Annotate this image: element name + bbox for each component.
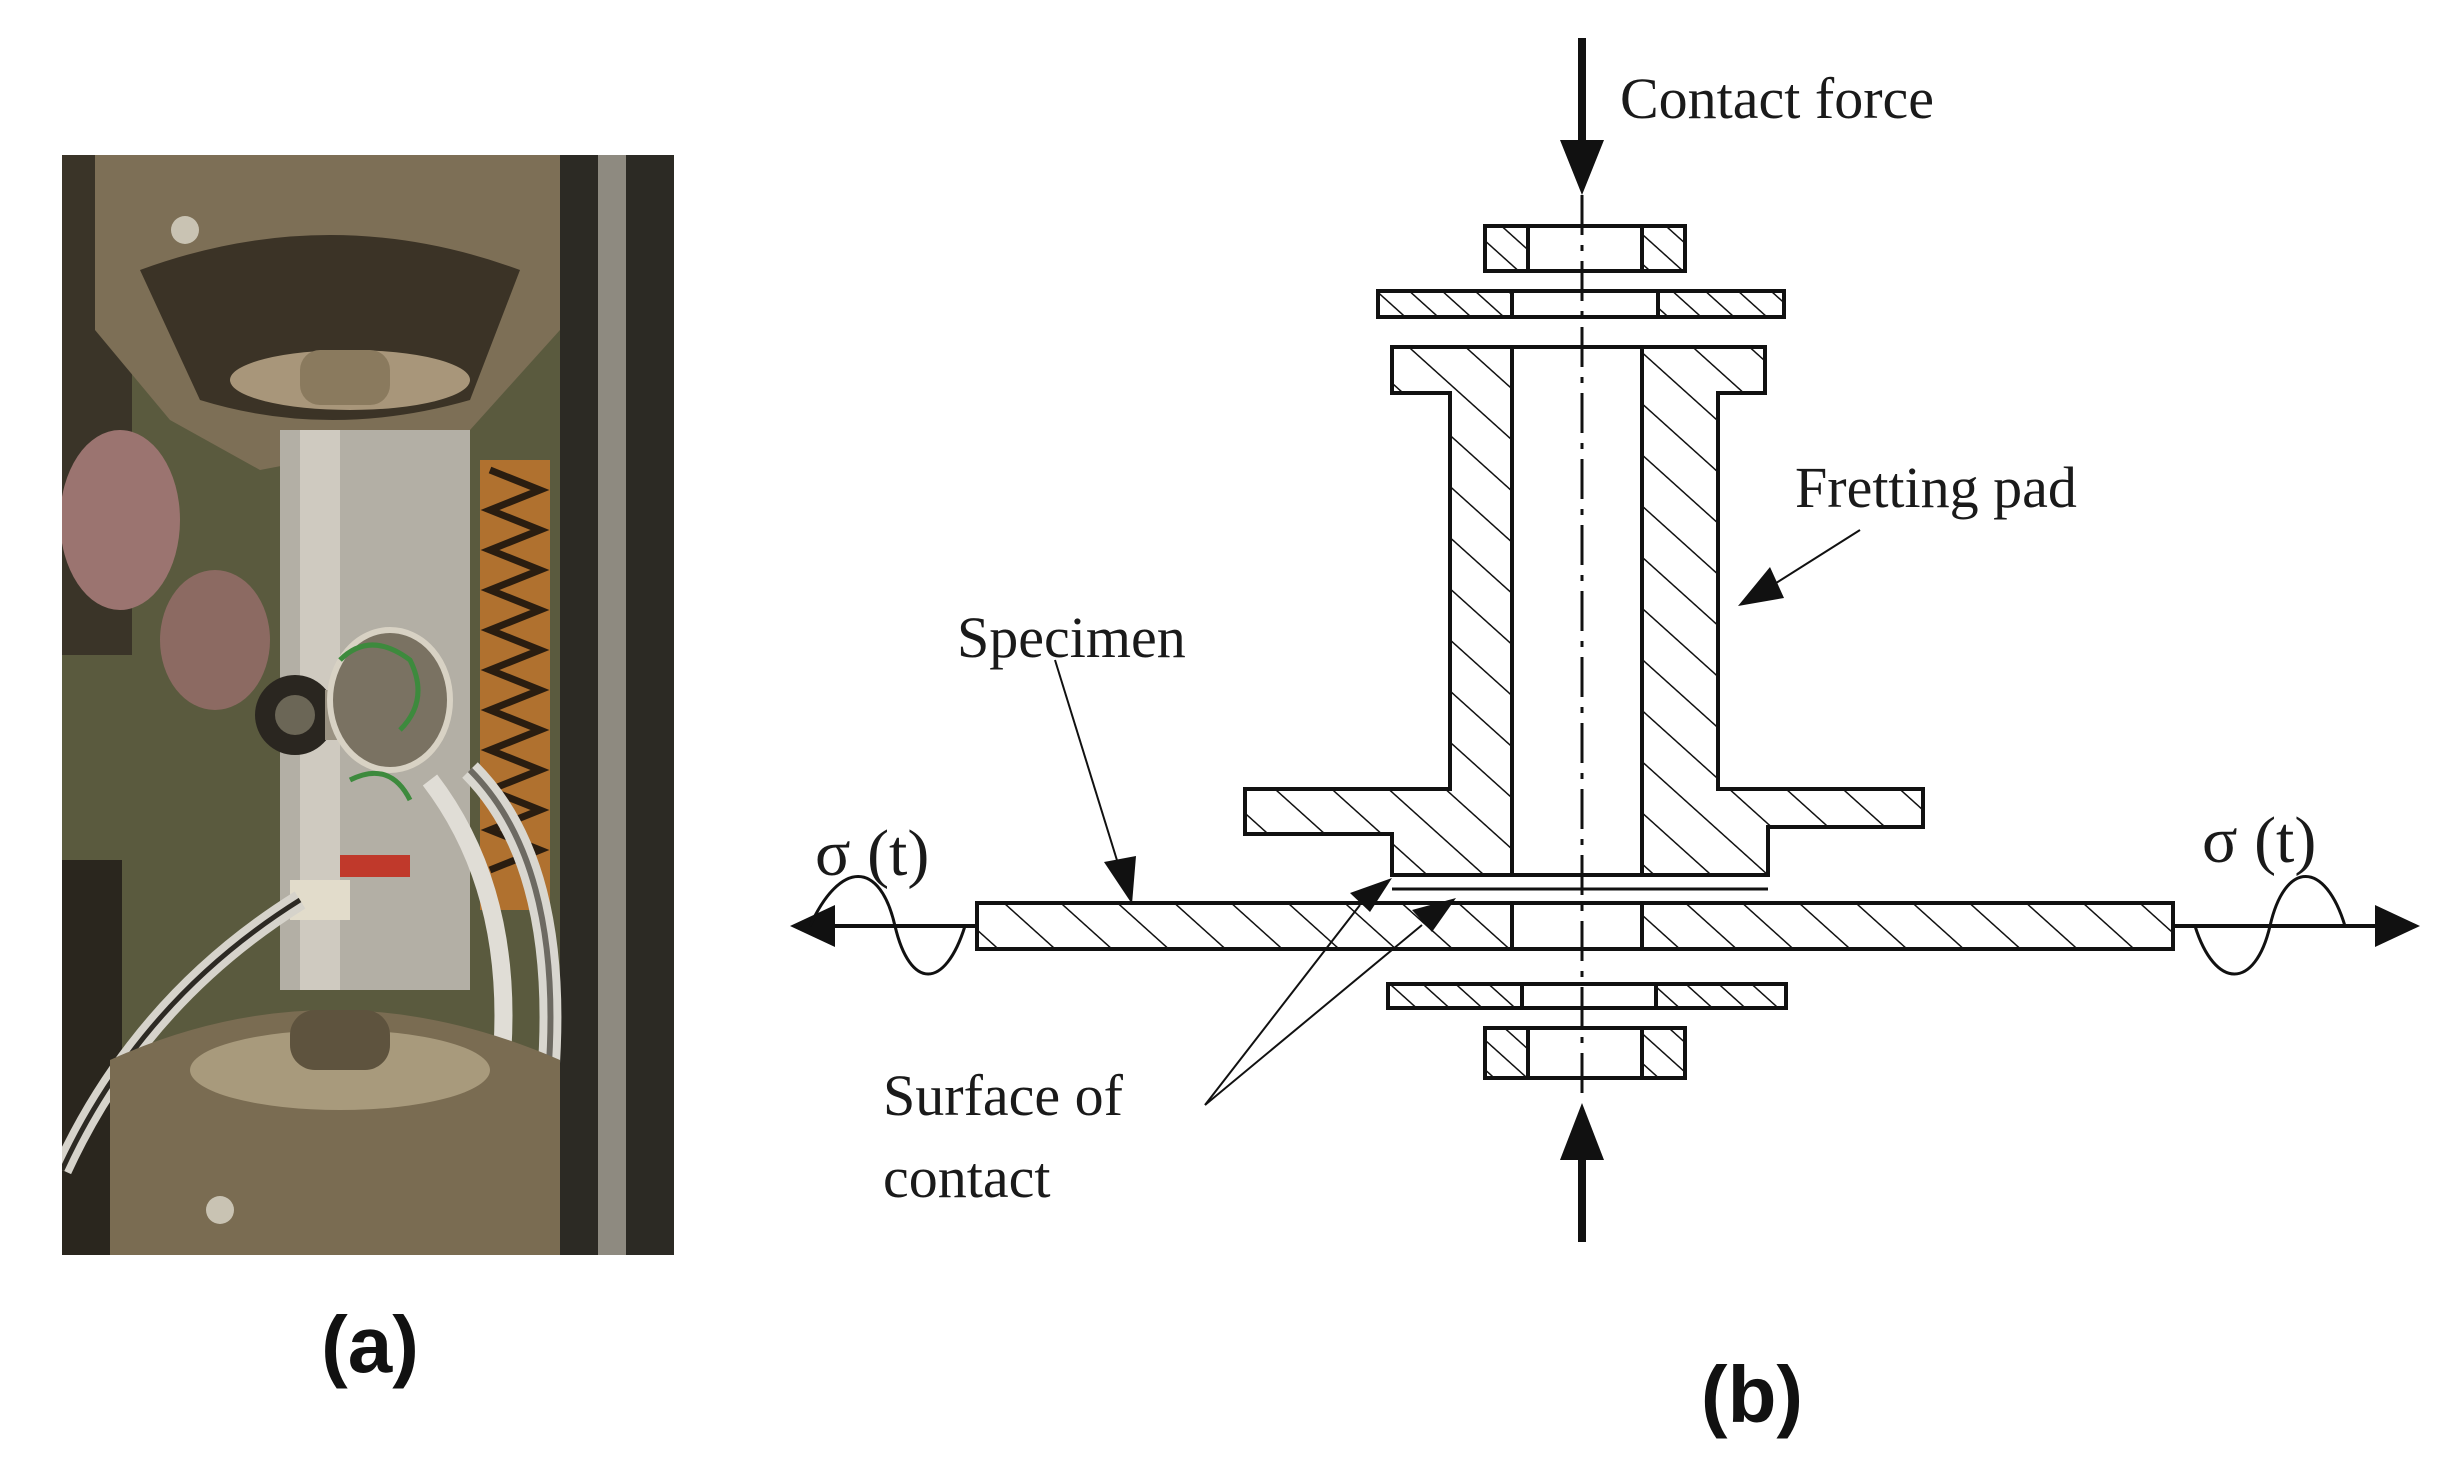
pad-bore: [1510, 345, 1644, 877]
specimen-label: Specimen: [957, 605, 1186, 670]
bottom-washer: [1386, 982, 1788, 1010]
contact-force-bottom-arrow: [1560, 1103, 1604, 1242]
surface-of-contact-label-line1: Surface of: [883, 1063, 1124, 1128]
panel-a-caption: (a): [321, 1300, 419, 1389]
contact-force-label: Contact force: [1620, 66, 1934, 131]
stress-left-arrow: [790, 875, 977, 976]
top-nut: [1483, 224, 1687, 273]
surface-of-contact-label-line2: contact: [883, 1145, 1050, 1210]
contact-force-top-arrow: [1560, 38, 1604, 195]
fretting-schematic: [790, 38, 2420, 1242]
panel-b-caption: (b): [1701, 1350, 1803, 1439]
sigma-left-label: σ (t): [815, 817, 929, 890]
fretting-pad-right: [1640, 345, 1925, 877]
test-rig-photo: [62, 155, 674, 1255]
bottom-nut: [1483, 1026, 1687, 1080]
surface-of-contact-leader: [1204, 878, 1456, 1106]
stress-right-arrow: [2173, 875, 2420, 976]
fretting-pad-left: [1243, 345, 1514, 877]
specimen-leader: [1054, 659, 1136, 904]
fretting-pad-leader: [1738, 529, 1861, 606]
sigma-right-label: σ (t): [2202, 804, 2316, 877]
fretting-pad-label: Fretting pad: [1795, 455, 2077, 520]
specimen-plate: [975, 901, 2175, 951]
